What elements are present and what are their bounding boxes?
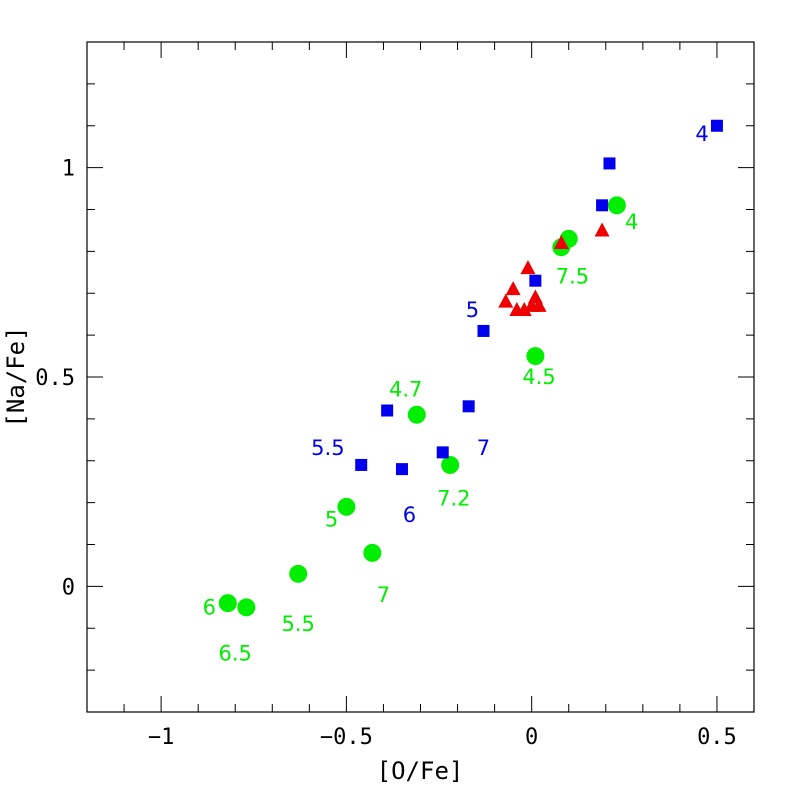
data-point-square: [381, 404, 394, 417]
data-point-triangle: [531, 297, 547, 312]
y-tick-label: 0: [62, 575, 75, 600]
point-annotation: 4: [625, 210, 638, 234]
point-annotation: 5.5: [311, 436, 344, 460]
data-point-triangle: [498, 293, 514, 308]
x-tick-label: 0.5: [697, 725, 737, 750]
point-annotation: 4: [695, 122, 708, 146]
data-point-triangle: [594, 222, 610, 237]
ticks-layer: [87, 41, 755, 712]
data-point-square: [395, 463, 408, 476]
point-annotation: 5: [466, 298, 479, 322]
data-point-circle: [237, 598, 256, 617]
point-annotation: 7: [477, 436, 490, 460]
point-annotation: 6.5: [219, 641, 252, 665]
x-tick-label: 0: [525, 725, 538, 750]
data-point-circle: [218, 594, 237, 613]
data-point-circle: [607, 196, 626, 215]
point-annotation: 6: [203, 595, 216, 619]
point-annotation: 4.7: [389, 378, 422, 402]
data-point-square: [710, 119, 723, 132]
data-point-square: [596, 199, 609, 212]
plot-frame: [86, 41, 755, 713]
data-point-triangle: [520, 260, 536, 275]
point-annotation: 7.2: [437, 486, 470, 510]
data-point-square: [436, 446, 449, 459]
data-point-triangle: [553, 235, 569, 249]
data-point-triangle: [505, 281, 521, 296]
data-point-square: [529, 274, 542, 287]
data-point-triangle: [516, 302, 532, 316]
data-point-square: [477, 324, 490, 337]
data-point-square: [462, 400, 475, 413]
y-tick-label: 0.5: [35, 366, 75, 391]
data-point-circle: [337, 497, 356, 516]
point-annotation: 7: [377, 583, 390, 607]
data-marks: [218, 119, 723, 617]
x-axis-label: [O/Fe]: [377, 757, 464, 785]
y-tick-label: 1: [62, 157, 75, 182]
data-point-circle: [363, 543, 382, 562]
data-point-square: [603, 157, 616, 170]
data-point-circle: [289, 564, 308, 583]
x-tick-label: −0.5: [320, 725, 373, 750]
point-annotation: 4.5: [522, 365, 555, 389]
y-axis-label: [Na/Fe]: [2, 326, 30, 427]
data-point-circle: [526, 347, 545, 366]
point-annotation: 7.5: [556, 265, 589, 289]
data-point-circle: [441, 455, 460, 474]
point-annotation: 6: [403, 503, 416, 527]
data-point-circle: [407, 405, 426, 424]
data-point-square: [355, 458, 368, 471]
point-annotation: 5: [325, 507, 338, 531]
tick-labels: −1 −0.5 0 0.5 0 0.5 1: [35, 157, 737, 750]
point-annotation: 5.5: [282, 612, 315, 636]
x-tick-label: −1: [148, 725, 175, 750]
